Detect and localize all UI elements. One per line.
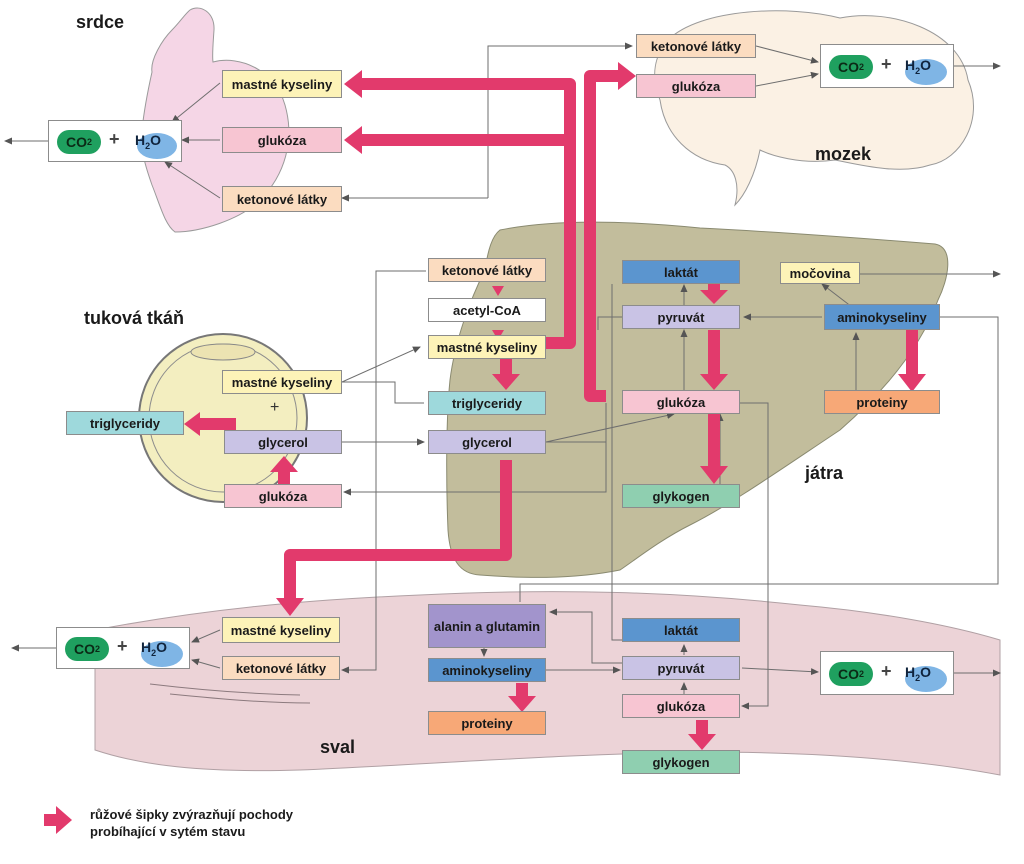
- adipose-label: tuková tkáň: [84, 308, 185, 328]
- heart-ketones: ketonové látky: [222, 186, 342, 212]
- liver-glycogen: glykogen: [622, 484, 740, 508]
- legend-line-2: probíhající v sytém stavu: [90, 824, 246, 839]
- h2o-molecule: H2O: [135, 132, 162, 151]
- h2o-molecule: H2O: [905, 57, 932, 76]
- liver-amino-acids: aminokyseliny: [824, 304, 940, 330]
- muscle-fatty-acids: mastné kyseliny: [222, 617, 340, 643]
- liver-triglycerides: triglyceridy: [428, 391, 546, 415]
- muscle-amino-acids: aminokyseliny: [428, 658, 546, 682]
- liver-pyruvate: pyruvát: [622, 305, 740, 329]
- legend-text: růžové šipky zvýrazňují pochody probíhaj…: [90, 806, 293, 840]
- liver-lactate: laktát: [622, 260, 740, 284]
- muscle-proteins: proteiny: [428, 711, 546, 735]
- liver-fatty-acids: mastné kyseliny: [428, 335, 546, 359]
- h2o-molecule: H2O: [141, 639, 168, 658]
- muscle-pyruvate: pyruvát: [622, 656, 740, 680]
- liver-ketones: ketonové látky: [428, 258, 546, 282]
- heart-label: srdce: [76, 12, 125, 32]
- adipose-glucose: glukóza: [224, 484, 342, 508]
- liver-proteins: proteiny: [824, 390, 940, 414]
- muscle-lactate: laktát: [622, 618, 740, 642]
- brain-glucose: glukóza: [636, 74, 756, 98]
- muscle-glucose: glukóza: [622, 694, 740, 718]
- adipose-glycerol: glycerol: [224, 430, 342, 454]
- muscle-ketones: ketonové látky: [222, 656, 340, 680]
- liver-label: játra: [805, 463, 844, 483]
- legend-line-1: růžové šipky zvýrazňují pochody: [90, 807, 293, 822]
- svg-text:+: +: [270, 399, 279, 416]
- heart-fatty-acids: mastné kyseliny: [222, 70, 342, 98]
- muscle-glycogen: glykogen: [622, 750, 740, 774]
- plus-sign: +: [881, 54, 892, 74]
- muscle-label: sval: [320, 737, 356, 757]
- brain-ketones: ketonové látky: [636, 34, 756, 58]
- liver-glycerol: glycerol: [428, 430, 546, 454]
- plus-sign: +: [117, 636, 128, 656]
- plus-sign: +: [881, 661, 892, 681]
- liver-glucose: glukóza: [622, 390, 740, 414]
- heart-glucose: glukóza: [222, 127, 342, 153]
- liver-acetyl-coa: acetyl-CoA: [428, 298, 546, 322]
- adipose-fatty-acids: mastné kyseliny: [222, 370, 342, 394]
- heart-shape: [141, 7, 290, 233]
- adipose-triglycerides: triglyceridy: [66, 411, 184, 435]
- plus-sign: +: [109, 129, 120, 149]
- muscle-alanine-glutamine: alanin a glutamin: [428, 604, 546, 648]
- brain-label: mozek: [815, 144, 872, 164]
- liver-urea: močovina: [780, 262, 860, 284]
- h2o-molecule: H2O: [905, 664, 932, 683]
